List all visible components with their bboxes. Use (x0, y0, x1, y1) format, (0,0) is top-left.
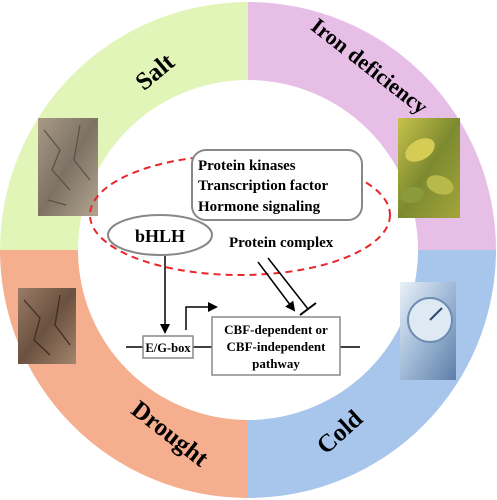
eg-box-label: E/G-box (145, 341, 191, 355)
inhibition-bar (299, 302, 317, 316)
complex-to-pathway-arrow (257, 261, 296, 312)
salt-photo (38, 118, 98, 216)
cold-photo (400, 282, 456, 380)
drought-photo (18, 288, 76, 364)
complex-to-pathway-inhibition (267, 257, 309, 310)
bhlh-label: bHLH (135, 226, 185, 246)
bhlh-ellipse (107, 214, 213, 256)
pathway-line-1: CBF-dependent or (224, 322, 328, 337)
mechanism-protein-kinases: Protein kinases (198, 158, 296, 174)
mechanisms-box (191, 149, 363, 221)
iron-deficiency-photo (398, 118, 460, 218)
protein-complex-label: Protein complex (229, 235, 334, 251)
mechanism-hormone-signaling: Hormone signaling (198, 199, 321, 215)
ebox-to-pathway-arrow (185, 302, 218, 330)
mechanism-transcription-factor: Transcription factor (198, 178, 328, 194)
pathway-line-2: CBF-independent (227, 339, 327, 354)
pathway-line-3: pathway (252, 356, 300, 371)
pathway-box (211, 316, 341, 376)
eg-box (142, 335, 194, 359)
